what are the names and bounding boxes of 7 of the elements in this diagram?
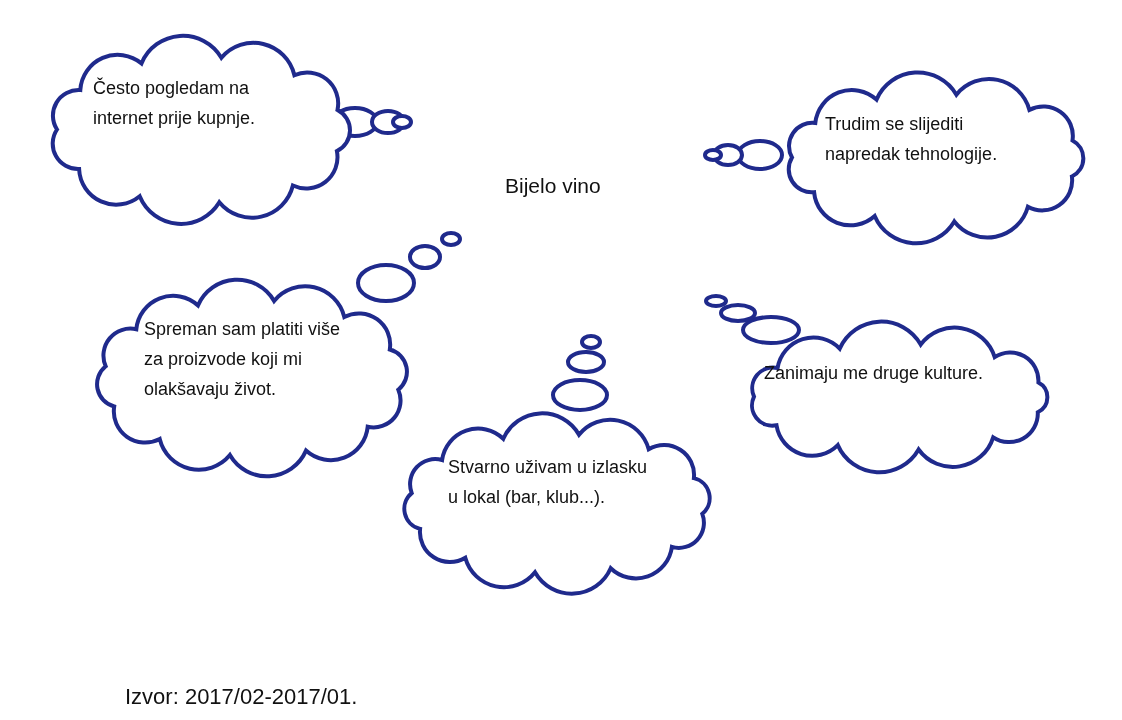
cloud-text: Spreman sam platiti više za proizvode koji mi olakšavaju život. (144, 318, 342, 401)
cloud-text: Trudim se slijediti napredak tehnologije. (825, 113, 999, 166)
source-caption: Izvor: 2017/02-2017/01. (125, 684, 358, 710)
cloud-text: Često pogledam na internet prije kupnje. (93, 76, 257, 130)
cloud-text: Stvarno uživam u izlasku u lokal (bar, klub...). (448, 456, 648, 509)
center-label: Bijelo vino (505, 174, 601, 198)
cloud-text: Zanimaju me druge kulture. (764, 362, 985, 385)
